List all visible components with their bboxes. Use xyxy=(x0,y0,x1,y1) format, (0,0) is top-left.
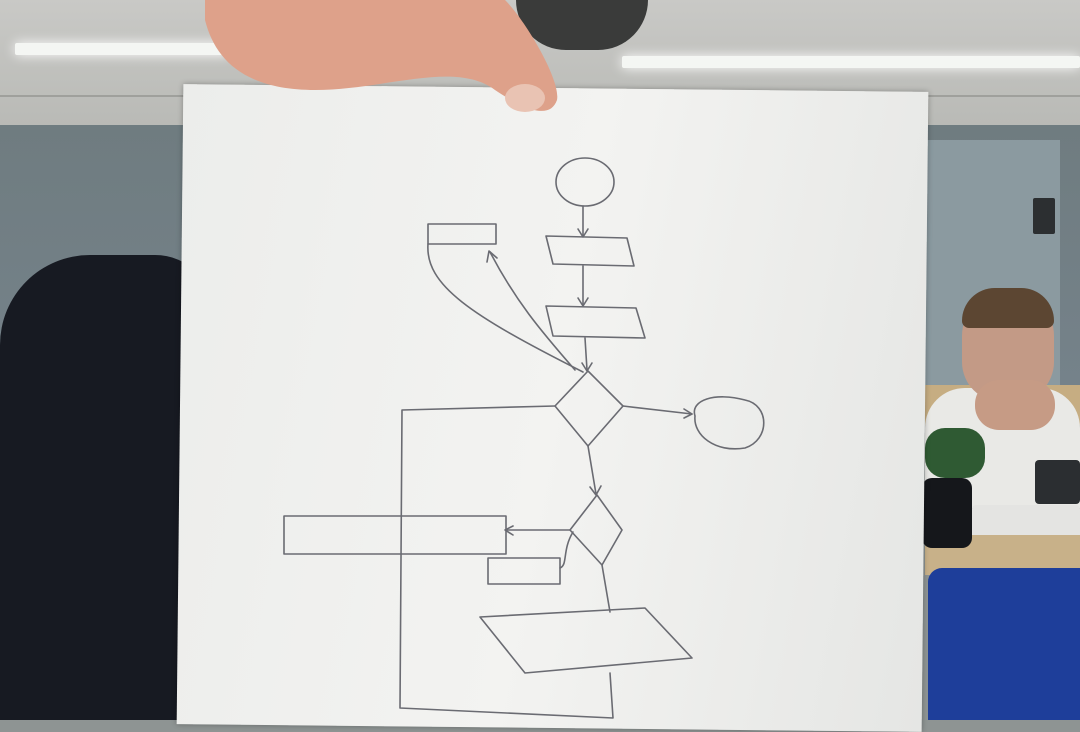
laptop xyxy=(1035,460,1080,504)
output-box-top xyxy=(427,223,497,245)
arrowhead xyxy=(486,250,498,263)
process-box-small xyxy=(487,557,561,585)
person-hair xyxy=(962,288,1054,328)
input-parallelogram-1 xyxy=(545,235,635,267)
dark-arm-right xyxy=(922,478,972,548)
white-shelf xyxy=(972,505,1080,540)
edge-decision1-decision2 xyxy=(587,445,597,495)
decision-diamond-2 xyxy=(569,494,623,566)
thumb-fingers xyxy=(205,0,558,112)
ceiling-light-right xyxy=(622,56,1080,68)
speaker xyxy=(1033,198,1055,234)
loop-line xyxy=(399,405,614,719)
edge-decision2-io xyxy=(601,564,611,613)
end-terminal xyxy=(693,396,765,450)
person-hand xyxy=(975,380,1055,430)
arrowhead xyxy=(683,408,693,419)
start-terminal xyxy=(555,157,615,207)
green-sleeve xyxy=(925,428,985,478)
arrowhead xyxy=(504,525,514,536)
decision-diamond-1 xyxy=(554,370,624,447)
input-parallelogram-2 xyxy=(545,305,646,339)
edge-decision-to-output xyxy=(489,251,576,371)
edge-output-loop-back xyxy=(427,243,584,373)
edge-decision2-process xyxy=(559,531,574,569)
chair xyxy=(928,568,1080,720)
edge-decision1-end xyxy=(622,405,693,415)
arrowhead xyxy=(577,297,589,307)
io-parallelogram-bottom xyxy=(479,607,693,674)
output-box-left xyxy=(283,515,507,555)
ceiling-light-left xyxy=(15,43,230,55)
edge-input2-decision1 xyxy=(584,337,588,371)
